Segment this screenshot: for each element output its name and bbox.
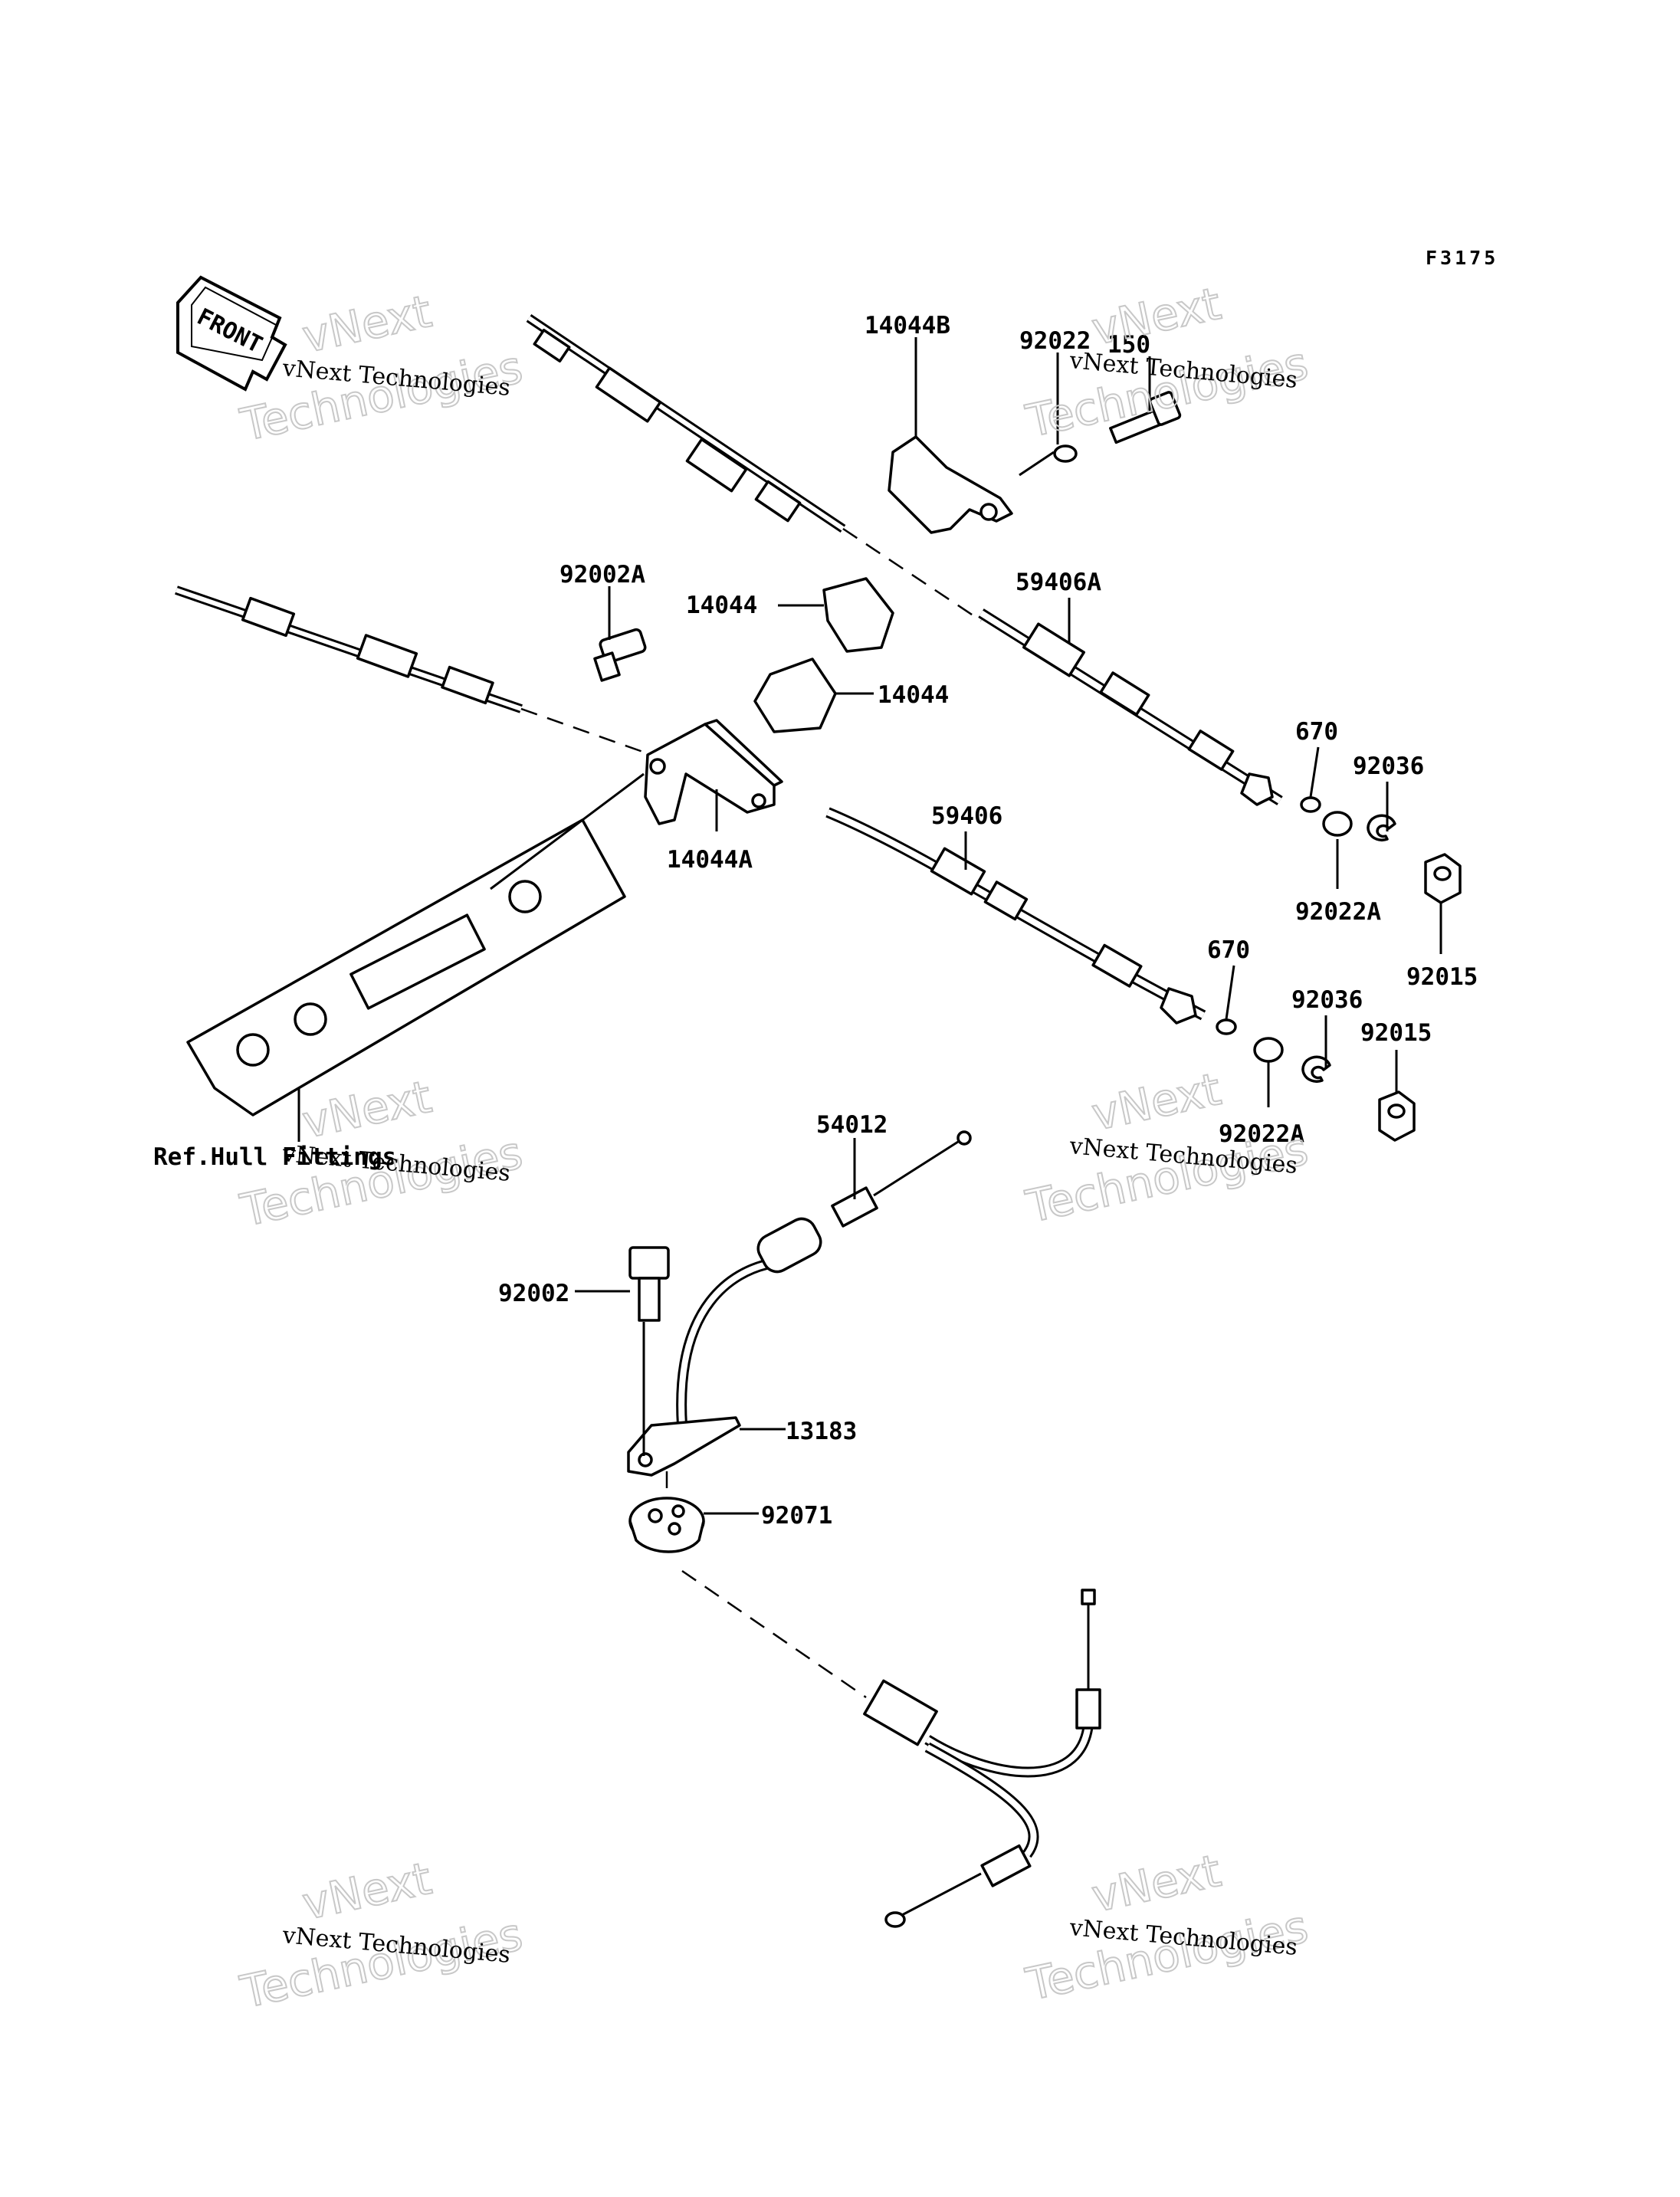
throttle-assembly bbox=[863, 1589, 1101, 1928]
watermark-6: vNext Technologies vNext Technologies bbox=[1021, 1844, 1314, 2012]
bracket-14044A bbox=[644, 719, 783, 825]
svg-text:vNext: vNext bbox=[1088, 1063, 1226, 1141]
washer-92022A-a bbox=[1322, 811, 1353, 837]
bolt-92002 bbox=[628, 1246, 670, 1322]
clip-92036-a bbox=[1367, 814, 1396, 842]
reference-label: Ref.Hull Fittings bbox=[153, 1143, 396, 1171]
part-label-92022A-b: 92022A bbox=[1219, 1120, 1304, 1148]
part-label-150: 150 bbox=[1107, 331, 1150, 359]
part-label-14044-a: 14044 bbox=[686, 592, 757, 619]
part-label-92022A-a: 92022A bbox=[1295, 898, 1381, 926]
cable-59406A bbox=[978, 608, 1283, 806]
watermark-5: vNext Technologies vNext Technologies bbox=[235, 1851, 528, 2019]
lower-cable bbox=[175, 585, 523, 713]
svg-text:Technologies: Technologies bbox=[1022, 1123, 1313, 1233]
part-label-92022: 92022 bbox=[1019, 327, 1091, 355]
part-label-92015-a: 92015 bbox=[1406, 963, 1478, 991]
hull-fitting-panel bbox=[186, 818, 626, 1117]
bolt-150 bbox=[1109, 391, 1182, 444]
part-label-92036-a: 92036 bbox=[1353, 753, 1424, 780]
part-label-13183: 13183 bbox=[786, 1418, 857, 1445]
svg-text:vNext: vNext bbox=[298, 1852, 436, 1930]
part-label-14044A: 14044A bbox=[667, 846, 753, 874]
svg-text:vNext: vNext bbox=[1088, 1844, 1226, 1923]
part-label-54012: 54012 bbox=[816, 1111, 888, 1139]
oring-670-b bbox=[1216, 1018, 1237, 1035]
part-label-92036-b: 92036 bbox=[1291, 986, 1363, 1014]
front-arrow-icon: FRONT bbox=[176, 275, 287, 392]
svg-text:vNext: vNext bbox=[1088, 277, 1226, 356]
bolt-92002A bbox=[593, 628, 647, 682]
part-label-59406: 59406 bbox=[931, 802, 1002, 830]
part-label-92015-b: 92015 bbox=[1360, 1019, 1432, 1047]
bracket-14044B bbox=[888, 435, 1013, 534]
part-label-670-b: 670 bbox=[1207, 936, 1250, 964]
svg-text:vNext: vNext bbox=[298, 1071, 436, 1149]
nut-92015-a bbox=[1424, 853, 1462, 904]
upper-cable bbox=[526, 314, 846, 533]
part-label-14044-b: 14044 bbox=[878, 681, 949, 709]
grommet-92071 bbox=[628, 1497, 705, 1553]
clamp-14044-b bbox=[753, 657, 837, 733]
figure-code: F3175 bbox=[1426, 247, 1498, 269]
part-label-92002: 92002 bbox=[498, 1280, 569, 1307]
plate-13183 bbox=[627, 1416, 741, 1477]
oring-670-a bbox=[1300, 796, 1321, 813]
cable-59406 bbox=[825, 807, 1206, 1025]
part-label-670-a: 670 bbox=[1295, 718, 1338, 746]
clamp-14044-a bbox=[822, 577, 894, 653]
part-label-92002A: 92002A bbox=[559, 561, 645, 589]
nut-92015-b bbox=[1378, 1090, 1416, 1142]
part-label-92071: 92071 bbox=[761, 1502, 832, 1530]
svg-text:vNext: vNext bbox=[298, 285, 436, 363]
washer-92022 bbox=[1053, 444, 1078, 463]
part-label-14044B: 14044B bbox=[865, 312, 950, 339]
washer-92022A-b bbox=[1253, 1037, 1284, 1063]
watermark-1: vNext Technologies vNext Technologies bbox=[235, 284, 528, 452]
part-label-59406A: 59406A bbox=[1016, 569, 1101, 596]
cable-54012 bbox=[676, 1130, 972, 1426]
